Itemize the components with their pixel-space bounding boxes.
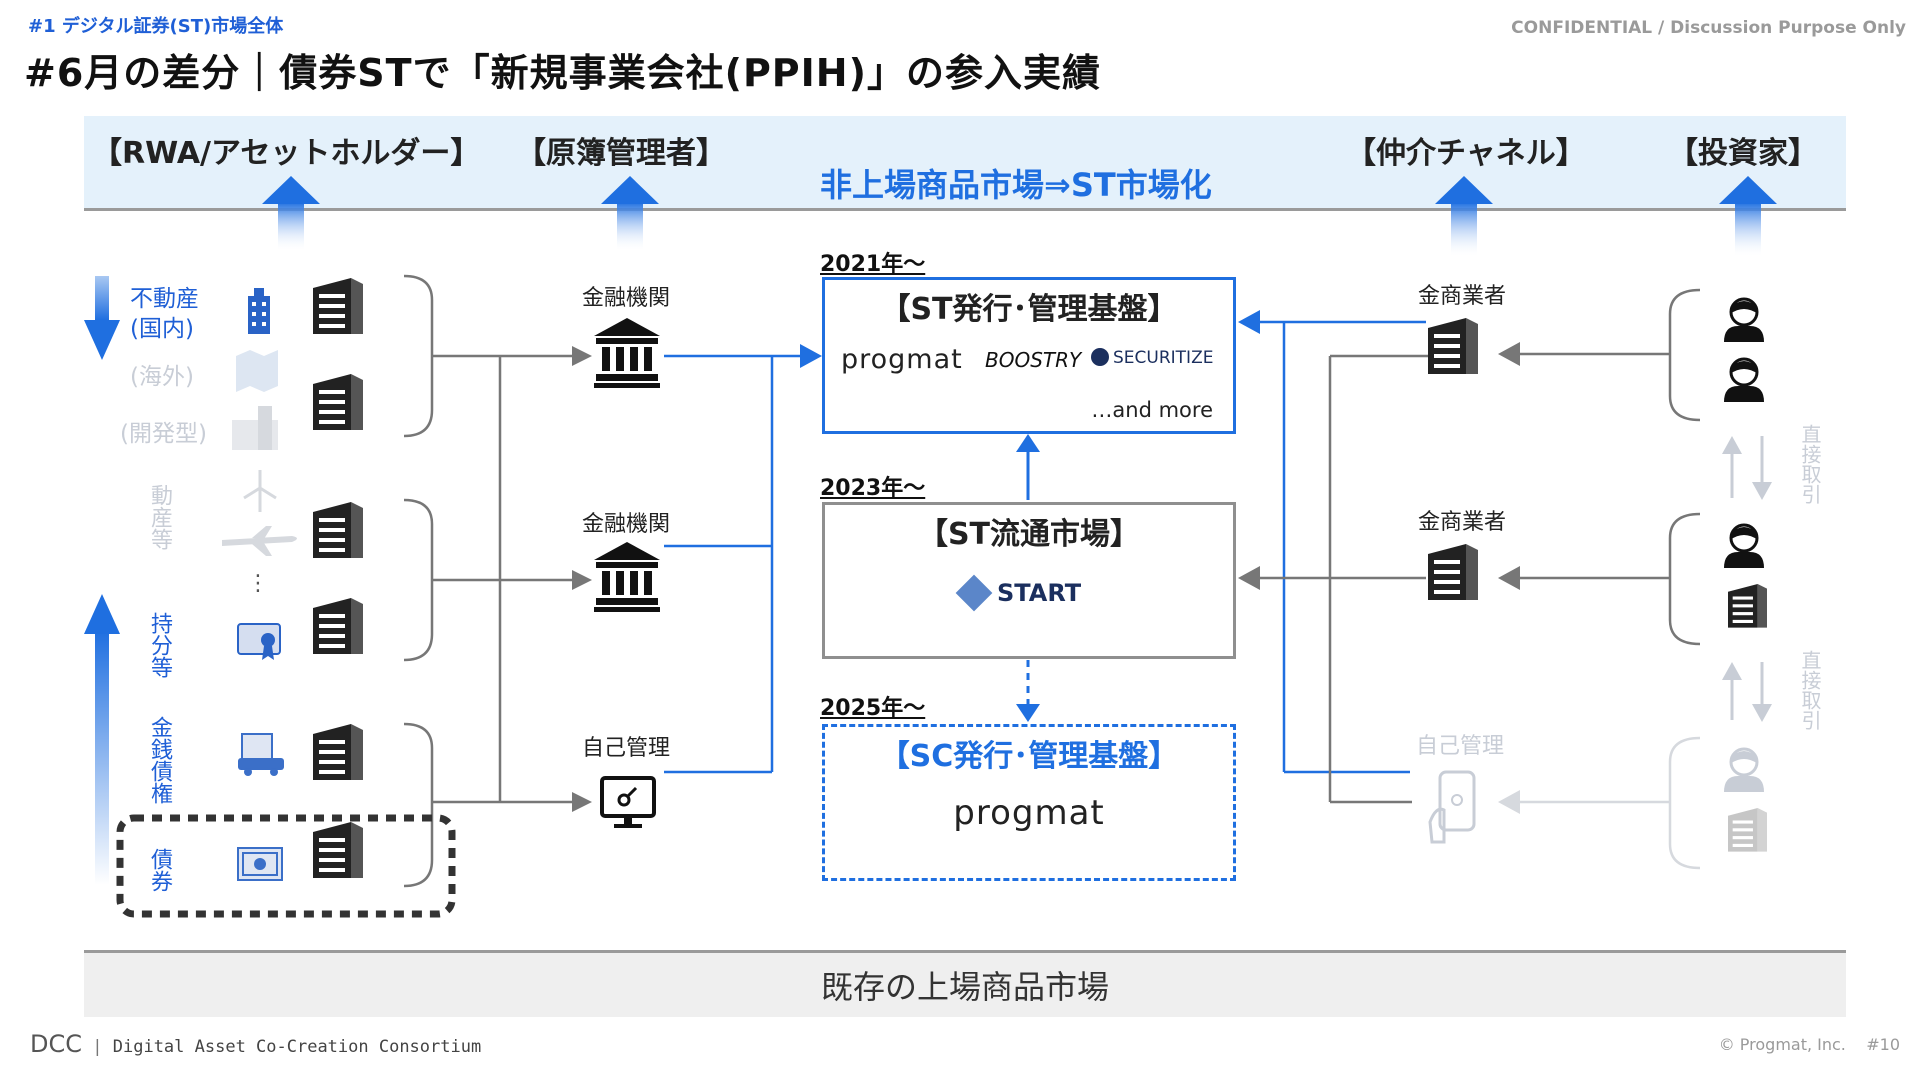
asset-equity: 持分等 (147, 612, 172, 678)
building-icon (313, 822, 363, 878)
up-arrow-registrar (601, 176, 659, 250)
up-arrow-rwa (262, 176, 320, 250)
start-logo: START (955, 574, 1081, 612)
up-arrow-left (84, 594, 120, 885)
footer-org: DCC | Digital Asset Co-Creation Consorti… (30, 1030, 481, 1058)
footer-org-full: Digital Asset Co-Creation Consortium (112, 1037, 482, 1057)
footer-right: © Progmat, Inc. #10 (1719, 1035, 1900, 1054)
certificate-icon (237, 623, 281, 660)
issuance-platform-box: 【ST発行･管理基盤】 progmat BOOSTRY SECURITIZE …… (822, 277, 1236, 434)
role-registrar: 【原簿管理者】 (516, 136, 726, 171)
truck-icon (238, 733, 284, 776)
copyright: © Progmat, Inc. (1718, 1035, 1846, 1054)
role-channel: 【仲介チャネル】 (1346, 136, 1586, 171)
unlisted-market-band (84, 116, 1846, 208)
direct-trade-label-1: 直接取引 (1798, 424, 1822, 504)
building-icon (1428, 544, 1478, 600)
band-divider (84, 208, 1846, 211)
asset-movables: 動産等 (147, 484, 172, 550)
building-icon (313, 724, 363, 780)
channel-broker-2: 金商業者 (1418, 510, 1507, 535)
role-rwa: 【RWA/アセットホルダー】 (92, 136, 481, 171)
issuance-platform-title: 【ST発行･管理基盤】 (880, 292, 1178, 327)
left-braces (403, 274, 434, 888)
registrar-connectors (664, 354, 800, 774)
channel-self: 自己管理 (1416, 734, 1505, 759)
page-title: #6月の差分｜債券STで「新規事業会社(PPIH)」の参入実績 (24, 51, 1101, 95)
and-more-label: …and more (1091, 398, 1213, 422)
channel-blue-connectors (1260, 320, 1426, 774)
securitize-icon (1091, 348, 1109, 366)
asset-connectors (432, 354, 576, 804)
bank-icon (594, 542, 660, 612)
wind-turbine-icon (243, 470, 277, 512)
down-arrow-left (84, 276, 120, 360)
building-icon (313, 374, 363, 430)
page-number: #10 (1866, 1035, 1900, 1054)
channel-broker-1: 金商業者 (1418, 284, 1507, 309)
start-icon (955, 574, 993, 612)
asset-bonds: 債券 (147, 848, 172, 892)
sc-progmat-logo: progmat (953, 793, 1105, 833)
monitor-key-icon (600, 776, 656, 828)
sc-platform-box: 【SC発行･管理基盤】 progmat (822, 724, 1236, 881)
up-arrow-secondary (1016, 434, 1040, 452)
person-icon (1722, 297, 1766, 344)
sc-year: 2025年～ (820, 696, 926, 721)
secondary-year: 2023年～ (820, 476, 926, 501)
registrar-self: 自己管理 (582, 736, 671, 761)
person-icon (1722, 357, 1766, 404)
secondary-market-box: 【ST流通市場】 START (822, 502, 1236, 659)
up-arrow-channel (1435, 176, 1493, 256)
building-icon (1428, 318, 1478, 374)
securitize-logo: SECURITIZE (1091, 348, 1213, 368)
building-icon (1728, 808, 1767, 852)
asset-real-estate: 不動産 (130, 286, 199, 312)
investor-braces (1668, 288, 1701, 646)
role-investor: 【投資家】 (1668, 136, 1818, 171)
issuance-year: 2021年～ (820, 252, 926, 277)
up-arrow-investor (1719, 176, 1777, 256)
listed-market-label: 既存の上場商品市場 (820, 968, 1109, 1006)
direct-trade-arrows (1730, 436, 1764, 720)
person-icon (1722, 523, 1766, 570)
direct-trade-label-2: 直接取引 (1798, 650, 1822, 730)
footer-divider: | (92, 1037, 103, 1057)
bank-icon (594, 318, 660, 388)
listed-market-band (84, 950, 1846, 1017)
asset-domestic: (国内) (130, 316, 194, 342)
asset-development: (開発型) (120, 421, 207, 447)
ellipsis: ⋮ (247, 571, 269, 596)
sc-platform-title: 【SC発行･管理基盤】 (879, 739, 1179, 774)
section-tag: #1 デジタル証券(ST)市場全体 (28, 16, 284, 37)
registrar-fi-1: 金融機関 (582, 286, 671, 311)
channel-gray-connectors (1260, 354, 1430, 804)
building-icon (248, 288, 270, 334)
person-icon (1722, 747, 1766, 794)
building-icon (313, 278, 363, 334)
building-icon (1728, 584, 1767, 628)
bonds-highlight (116, 814, 456, 918)
building-dev-icon (232, 406, 278, 450)
building-icon (313, 502, 363, 558)
boostry-logo: BOOSTRY (985, 348, 1082, 372)
secondary-market-title: 【ST流通市場】 (917, 517, 1141, 552)
bond-certificate-icon (237, 847, 283, 881)
footer-org-short: DCC (30, 1030, 82, 1058)
airplane-icon (222, 526, 297, 556)
confidential-label: CONFIDENTIAL / Discussion Purpose Only (1511, 18, 1906, 38)
unlisted-market-label: 非上場商品市場⇒ST市場化 (820, 166, 1212, 204)
progmat-logo: progmat (841, 344, 963, 375)
registrar-fi-2: 金融機関 (582, 512, 671, 537)
phone-hand-icon (1428, 770, 1476, 844)
asset-receivables: 金銭債権 (147, 716, 172, 804)
map-icon (236, 350, 278, 392)
down-arrow-sc (1016, 704, 1040, 722)
building-icon (313, 598, 363, 654)
asset-overseas: (海外) (130, 364, 194, 390)
